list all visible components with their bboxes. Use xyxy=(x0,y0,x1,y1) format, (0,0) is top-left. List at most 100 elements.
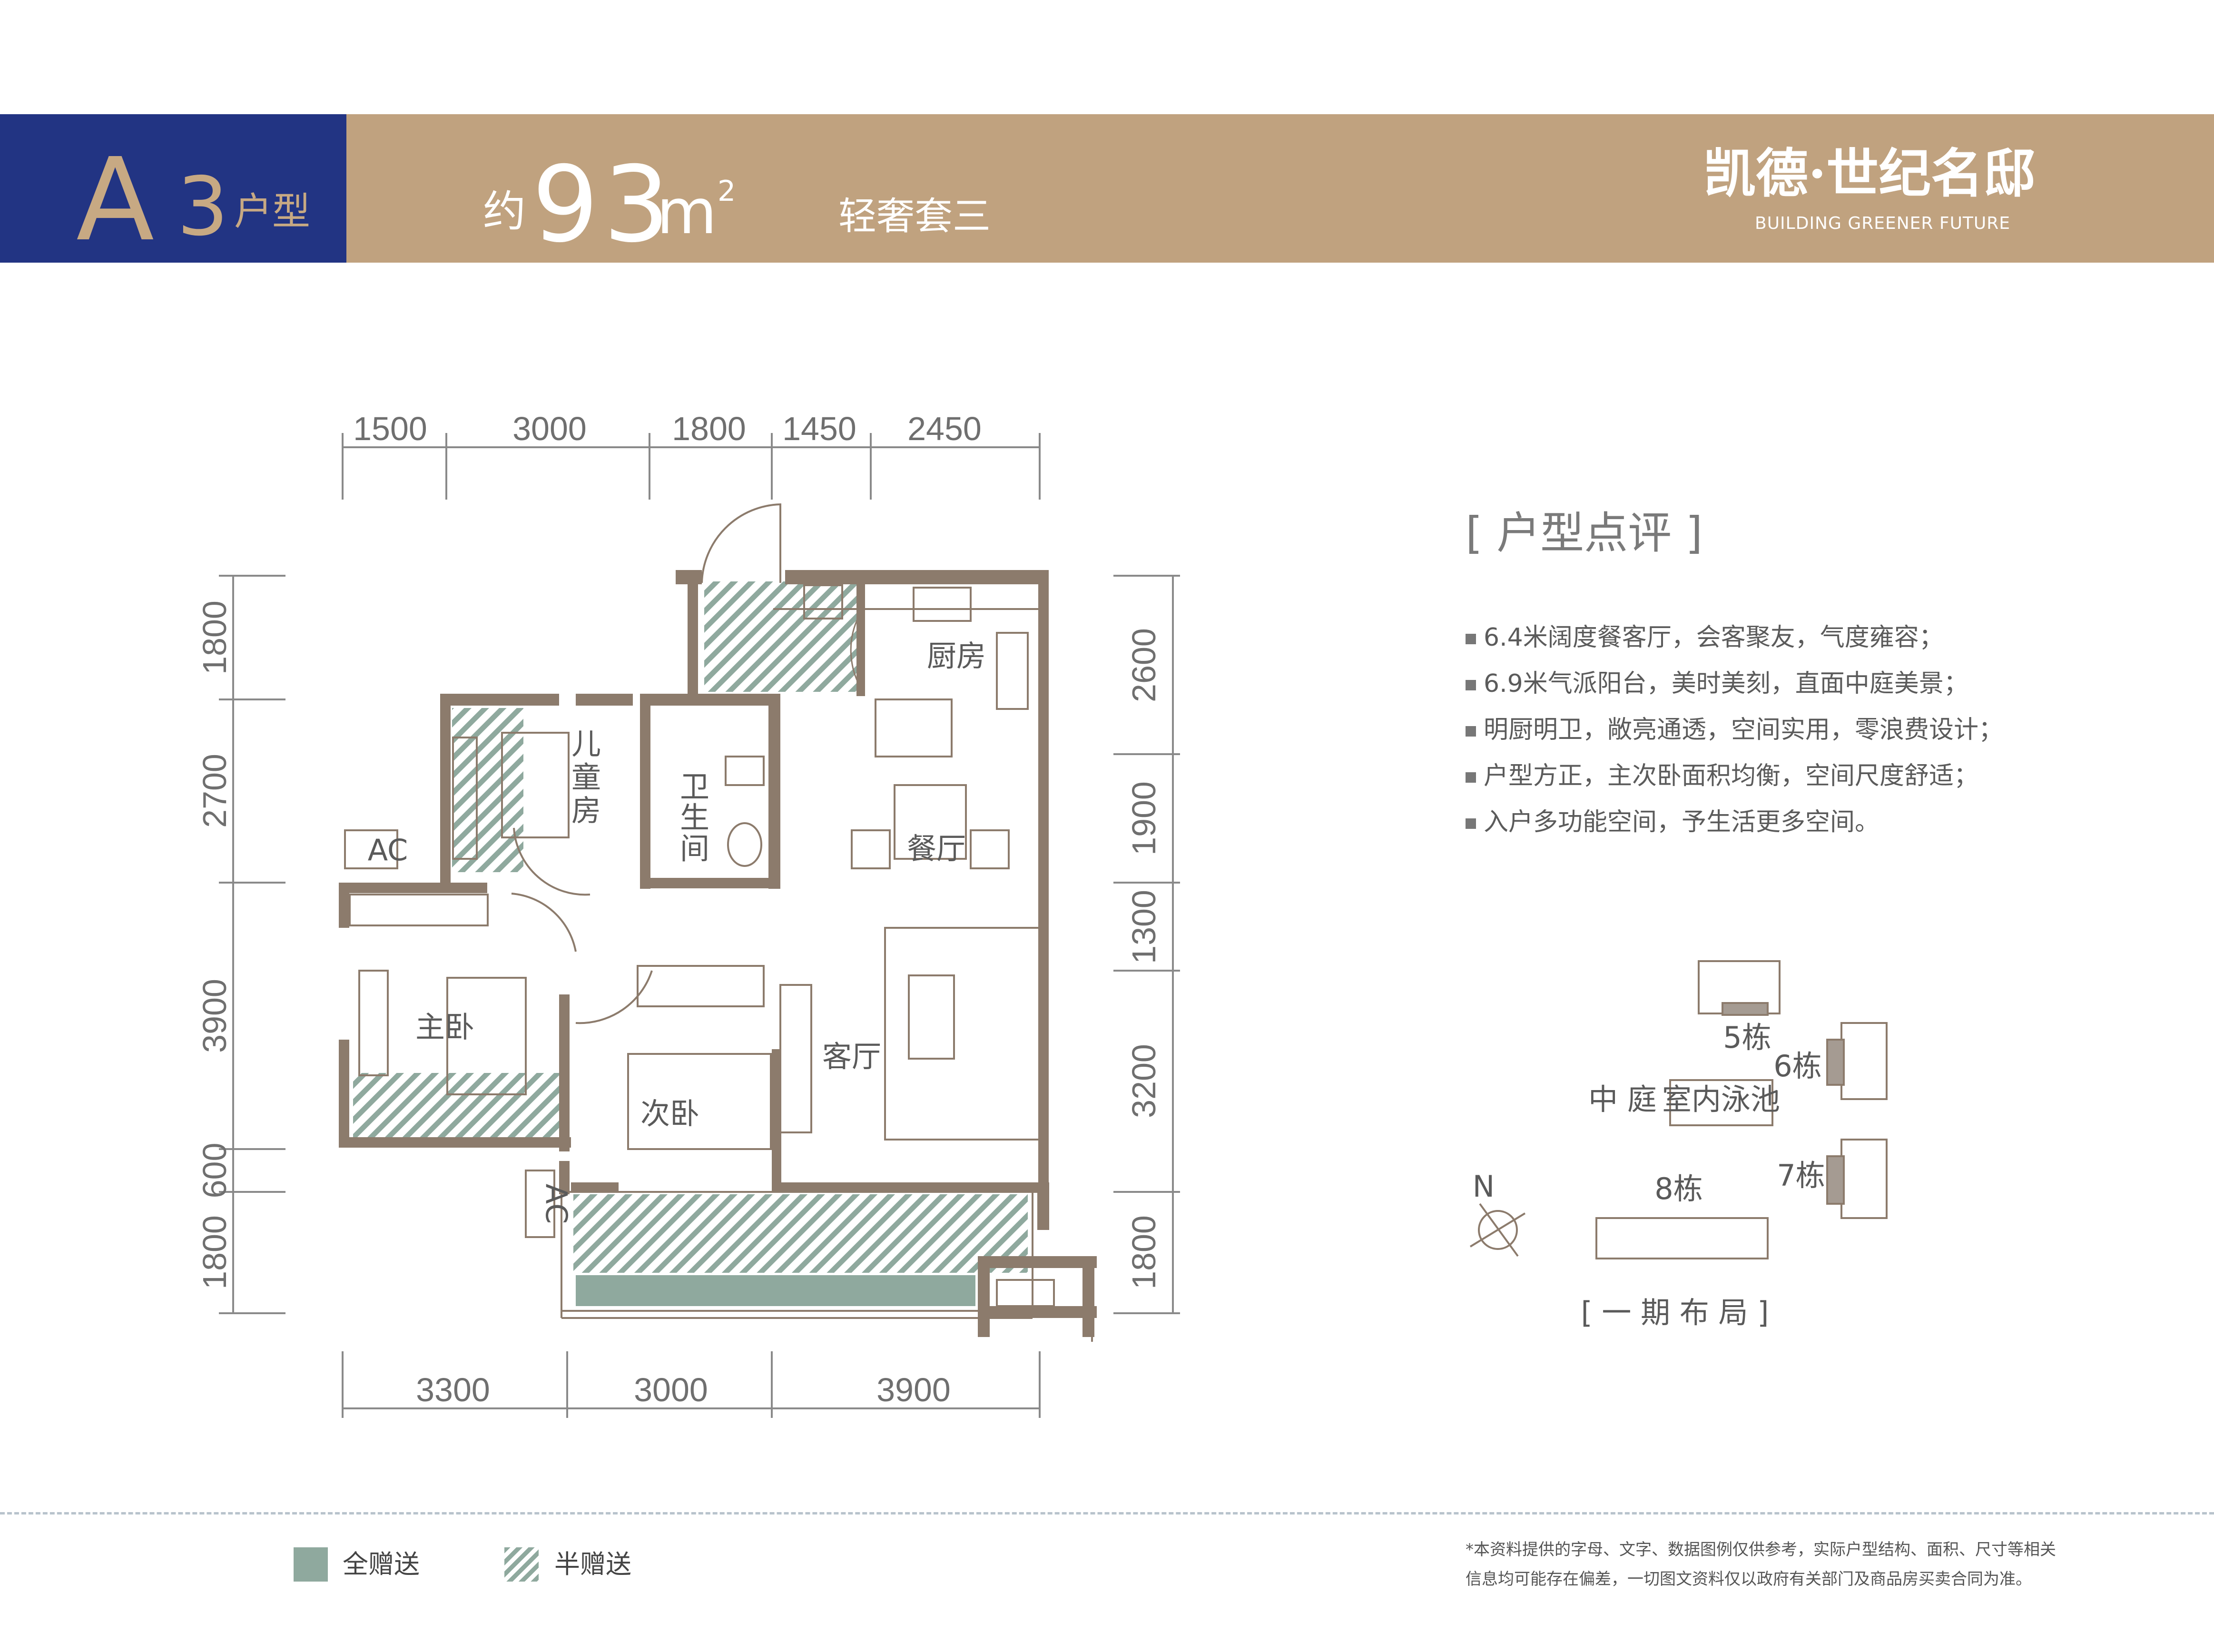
dim-top-3: 1800 xyxy=(672,410,746,447)
room-bath-3: 间 xyxy=(680,831,709,866)
review-title: [ 户型点评 ] xyxy=(1466,508,1703,559)
building-8-label: 8栋 xyxy=(1654,1171,1702,1206)
balcony-full-gift-area xyxy=(576,1275,975,1306)
style-label: 轻奢套三 xyxy=(838,194,991,238)
dim-left-4: 600 xyxy=(196,1143,233,1199)
bullet-icon xyxy=(1466,772,1476,783)
kids-bay-half-gift-area xyxy=(452,708,523,872)
kitchen-door xyxy=(850,616,865,693)
unit-word: 户型 xyxy=(234,189,310,234)
area-unit: m xyxy=(657,176,717,248)
master-wardrobe xyxy=(349,894,489,926)
site-plan xyxy=(1595,960,1888,1259)
dim-bottom-1: 3300 xyxy=(416,1371,490,1408)
review-item-text: 6.9米气派阳台，美时美刻，直面中庭美景； xyxy=(1484,669,1968,698)
room-kids-2: 童 xyxy=(571,760,601,795)
bullet-icon xyxy=(1466,726,1476,737)
furniture xyxy=(344,584,1055,1307)
dining-chair-2 xyxy=(970,829,1010,869)
dim-left-5: 1800 xyxy=(196,1215,233,1289)
dim-top-2: 3000 xyxy=(512,410,587,447)
dim-top-1: 1500 xyxy=(353,410,427,447)
bullet-icon xyxy=(1466,818,1476,829)
building-5-unit xyxy=(1722,1002,1769,1016)
review-item: 明厨明卫，敞亮通透，空间实用，零浪费设计； xyxy=(1466,711,2003,757)
second-bed xyxy=(627,1053,772,1150)
dim-bottom-2: 3000 xyxy=(634,1371,708,1408)
kitchen-counter xyxy=(875,698,953,757)
review-item-text: 明厨明卫，敞亮通透，空间实用，零浪费设计； xyxy=(1484,716,2004,744)
review-item-text: 户型方正，主次卧面积均衡，空间尺度舒适； xyxy=(1484,762,1979,790)
legend-half-gift-swatch xyxy=(504,1547,539,1582)
room-kitchen: 厨房 xyxy=(927,639,986,673)
building-7-unit xyxy=(1826,1155,1845,1205)
washbasin xyxy=(727,822,762,867)
kids-door xyxy=(513,827,590,896)
dim-bottom-3: 3900 xyxy=(876,1371,951,1408)
room-bath-1: 卫 xyxy=(680,769,709,804)
bullet-icon xyxy=(1466,680,1476,690)
sofa-area xyxy=(884,927,1043,1141)
legend-full-gift-swatch xyxy=(294,1547,328,1582)
footer-divider xyxy=(0,1512,2214,1514)
room-dining: 餐厅 xyxy=(907,831,966,866)
stove xyxy=(996,632,1029,710)
site-caption: [ 一 期 布 局 ] xyxy=(1581,1295,1769,1330)
review-item-text: 入户多功能空间，予生活更多空间。 xyxy=(1484,808,1880,836)
building-8-shape xyxy=(1595,1217,1769,1259)
brand-tagline: BUILDING GREENER FUTURE xyxy=(1755,214,2011,233)
master-bay-bench xyxy=(358,970,389,1076)
compass-north-label: N xyxy=(1473,1169,1495,1204)
entry-half-gift-area xyxy=(704,581,856,692)
building-6-shape xyxy=(1840,1022,1888,1100)
review-item: 户型方正，主次卧面积均衡，空间尺度舒适； xyxy=(1466,757,2003,803)
ac-unit-left xyxy=(344,829,398,869)
area-unit-superscript: 2 xyxy=(718,175,736,208)
review-item: 入户多功能空间，予生活更多空间。 xyxy=(1466,803,2003,849)
area-prefix: 约 xyxy=(483,187,526,236)
room-kids-1: 儿 xyxy=(571,727,601,761)
building-6-unit xyxy=(1826,1039,1845,1086)
dimension-lines xyxy=(219,433,1180,1418)
building-6-label: 6栋 xyxy=(1773,1049,1821,1083)
coffee-table xyxy=(908,974,955,1060)
room-master: 主卧 xyxy=(415,1010,474,1044)
kids-bed xyxy=(501,732,570,838)
bullet-icon xyxy=(1466,634,1476,644)
compass-icon xyxy=(1469,1203,1526,1257)
unit-number: 3 xyxy=(177,160,229,254)
review-item: 6.4米阔度餐客厅，会客聚友，气度雍容； xyxy=(1466,619,2003,665)
dim-left-2: 2700 xyxy=(196,754,233,828)
toilet xyxy=(725,756,765,786)
ac-unit-balcony xyxy=(996,1279,1055,1307)
dining-table xyxy=(894,784,967,860)
dim-left-3: 3900 xyxy=(196,979,233,1053)
disclaimer-line-2: 信息均可能存在偏差，一切图文资料仅以政府有关部门及商品房买卖合同为准。 xyxy=(1466,1570,2032,1589)
tv-cabinet xyxy=(779,984,812,1133)
room-living: 客厅 xyxy=(822,1039,881,1074)
room-bath-2: 生 xyxy=(680,800,709,835)
second-door xyxy=(575,970,653,1024)
dim-right-1: 2600 xyxy=(1125,628,1162,702)
header-band xyxy=(0,114,2214,263)
review-item: 6.9米气派阳台，美时美刻，直面中庭美景； xyxy=(1466,665,2003,711)
dim-left-1: 1800 xyxy=(196,600,233,675)
review-item-text: 6.4米阔度餐客厅，会客聚友，气度雍容； xyxy=(1484,623,1944,652)
ac-label-1: AC xyxy=(368,833,408,867)
kitchen-sink xyxy=(913,587,972,622)
legend-full-gift-label: 全赠送 xyxy=(343,1549,420,1579)
dim-top-4: 1450 xyxy=(782,410,856,447)
legend-half-gift-label: 半赠送 xyxy=(554,1549,631,1579)
building-5-label: 5栋 xyxy=(1723,1020,1771,1055)
room-second: 次卧 xyxy=(640,1096,699,1131)
master-door xyxy=(511,893,577,952)
unit-letter: A xyxy=(76,133,155,266)
dim-top-5: 2450 xyxy=(907,410,982,447)
building-7-label: 7栋 xyxy=(1777,1158,1825,1193)
balcony-half-gift-area xyxy=(573,1194,1028,1273)
dim-right-3: 1300 xyxy=(1125,890,1162,964)
master-bay-half-gift-area xyxy=(353,1073,562,1137)
courtyard-label: 中 庭 xyxy=(1588,1082,1657,1117)
master-bed xyxy=(446,977,527,1095)
